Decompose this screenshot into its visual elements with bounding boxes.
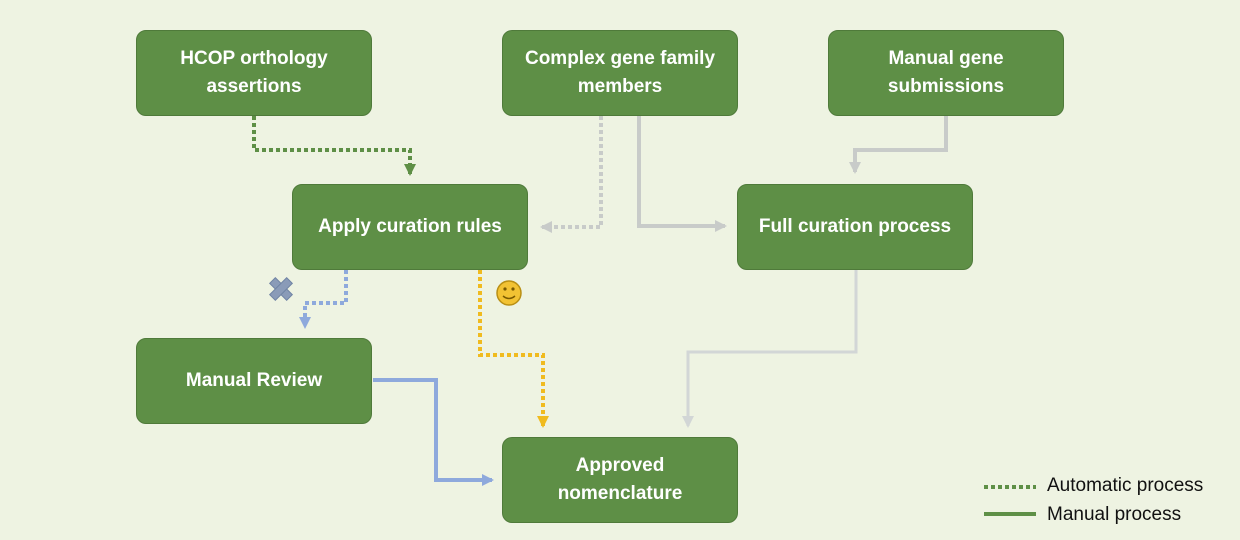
node-hcop-orthology: HCOP orthology assertions bbox=[136, 30, 372, 116]
edge-apply-to-review bbox=[299, 270, 348, 329]
edge-submissions-to-full bbox=[849, 116, 948, 174]
node-manual-submissions: Manual gene submissions bbox=[828, 30, 1064, 116]
node-manual-review: Manual Review bbox=[136, 338, 372, 424]
edge-complex-to-full bbox=[637, 116, 727, 232]
edge-complex-to-apply bbox=[540, 116, 603, 233]
node-apply-curation-rules: Apply curation rules bbox=[292, 184, 528, 270]
cross-icon bbox=[268, 276, 294, 302]
legend-automatic-label: Automatic process bbox=[1047, 475, 1204, 496]
smiley-icon bbox=[496, 280, 522, 306]
node-complex-gene-family: Complex gene family members bbox=[502, 30, 738, 116]
edge-hcop-to-apply bbox=[252, 116, 416, 176]
node-approved-nomenclature: Approved nomenclature bbox=[502, 437, 738, 523]
node-full-curation: Full curation process bbox=[737, 184, 973, 270]
edge-full-to-approved bbox=[682, 270, 858, 428]
edge-review-to-approved bbox=[373, 378, 494, 486]
legend-manual-label: Manual process bbox=[1047, 504, 1182, 525]
edge-apply-to-approved bbox=[478, 270, 549, 428]
